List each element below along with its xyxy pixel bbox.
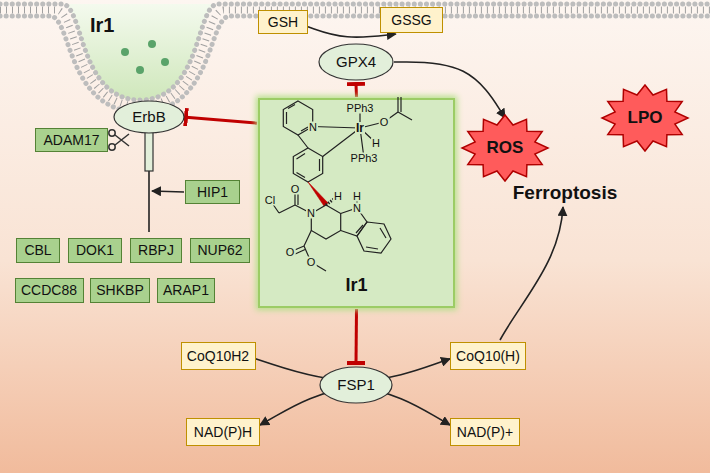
- molecule-bonds: [270, 97, 412, 271]
- inhibition-line: [355, 309, 359, 363]
- enzyme-ellipse: FSP1: [319, 366, 393, 404]
- protein-box: CBL: [16, 238, 60, 263]
- protein-box: HIP1: [185, 180, 240, 204]
- atom-label: N: [308, 122, 318, 133]
- lpo-burst: LPO: [602, 85, 688, 151]
- metabolite-box: NAD(P)H: [186, 418, 260, 446]
- node-text: SHKBP: [96, 282, 143, 298]
- protein-box: ARAP1: [157, 278, 215, 303]
- node-text: FSP1: [337, 376, 375, 393]
- ferroptosis-arrow: [500, 207, 563, 340]
- lipid-tails: [0, 10, 710, 106]
- node-text: Ir1: [90, 14, 114, 37]
- atom-label: N: [352, 203, 362, 214]
- node-text: CCDC88: [21, 282, 77, 298]
- enzyme-ellipse: GPX4: [318, 43, 394, 81]
- protein-box: RBPJ: [130, 238, 182, 263]
- atom-label: O: [285, 247, 296, 258]
- scissors-symbol: [109, 130, 129, 150]
- atom-label: O: [306, 257, 317, 268]
- node-text: ROS: [487, 138, 524, 158]
- metabolite-box: NAD(P)+: [450, 418, 520, 446]
- protein-box: ADAM17: [35, 128, 108, 152]
- atom-label: O: [290, 184, 301, 195]
- atom-label: Cl: [264, 195, 276, 206]
- node-text: ADAM17: [43, 132, 99, 148]
- protein-box: DOK1: [68, 238, 122, 263]
- metabolite-box: GSH: [258, 10, 308, 34]
- cell-membrane: [0, 4, 710, 112]
- metabolite-box: CoQ10(H): [450, 342, 526, 370]
- node-text: GPX4: [336, 53, 376, 70]
- node-text: GSSG: [391, 12, 431, 28]
- node-text: HIP1: [197, 184, 228, 200]
- node-text: ARAP1: [163, 282, 209, 298]
- receptor: ErbB: [113, 100, 185, 232]
- node-text: Ir1: [345, 275, 367, 296]
- node-text: GSH: [268, 14, 298, 30]
- reaction-arrow: [152, 191, 184, 192]
- protein-box: CCDC88: [15, 278, 84, 303]
- atom-label: PPh3: [346, 103, 375, 114]
- node-text: NAD(P)H: [194, 424, 252, 440]
- atom-label: N: [306, 208, 316, 219]
- node-text: ErbB: [132, 108, 165, 125]
- protein-box: SHKBP: [90, 278, 150, 303]
- ros-burst: ROS: [462, 115, 548, 181]
- outcome-label: Ferroptosis: [513, 183, 618, 202]
- inhibition-line: [355, 84, 359, 97]
- inhibition-line: [186, 117, 257, 123]
- protein-box: NUP62: [190, 238, 250, 263]
- node-text: NUP62: [197, 242, 242, 258]
- atom-label: H: [333, 191, 343, 202]
- ir1-particles: [121, 40, 169, 74]
- node-text: CoQ10(H): [456, 348, 520, 364]
- node-text: CBL: [24, 242, 51, 258]
- node-text: CoQ10H2: [187, 348, 249, 364]
- node-text: LPO: [628, 108, 663, 128]
- metabolite-box: GSSG: [380, 7, 443, 33]
- atom-label: O: [379, 117, 390, 128]
- node-text: DOK1: [76, 242, 114, 258]
- node-text: RBPJ: [138, 242, 174, 258]
- atom-label: H: [352, 191, 362, 202]
- vesicle-label: Ir1: [62, 4, 218, 100]
- node-text: NAD(P)+: [457, 424, 513, 440]
- atom-label: PPh3: [350, 153, 379, 164]
- atom-label: H: [371, 138, 381, 149]
- metabolite-box: CoQ10H2: [181, 342, 256, 370]
- atom-label: Ir: [355, 122, 365, 134]
